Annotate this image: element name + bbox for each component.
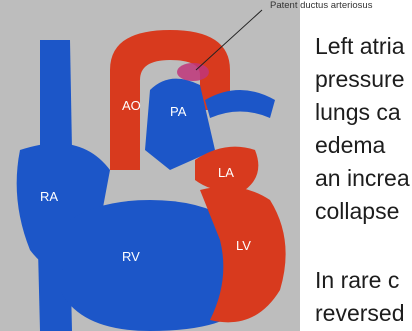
text-line: edema bbox=[315, 129, 410, 162]
body-text: Left atria pressure lungs ca edema an in… bbox=[310, 0, 412, 331]
label-ao: AO bbox=[122, 98, 141, 113]
text-line: reversed bbox=[315, 297, 404, 330]
label-rv: RV bbox=[122, 249, 140, 264]
label-lv: LV bbox=[236, 238, 251, 253]
text-line: collapse bbox=[315, 195, 410, 228]
text-line: an increa bbox=[315, 162, 410, 195]
label-la: LA bbox=[218, 165, 234, 180]
text-line: Left atria bbox=[315, 30, 410, 63]
paragraph-1: Left atria pressure lungs ca edema an in… bbox=[315, 30, 410, 228]
text-line: pressure bbox=[315, 63, 410, 96]
text-line: In rare c bbox=[315, 264, 404, 297]
label-ra: RA bbox=[40, 189, 58, 204]
label-pa: PA bbox=[170, 104, 187, 119]
text-line: lungs ca bbox=[315, 96, 410, 129]
paragraph-2: In rare c reversed bbox=[315, 264, 404, 330]
superior-vena-cava bbox=[40, 40, 72, 160]
ductus-shunt bbox=[177, 63, 209, 81]
